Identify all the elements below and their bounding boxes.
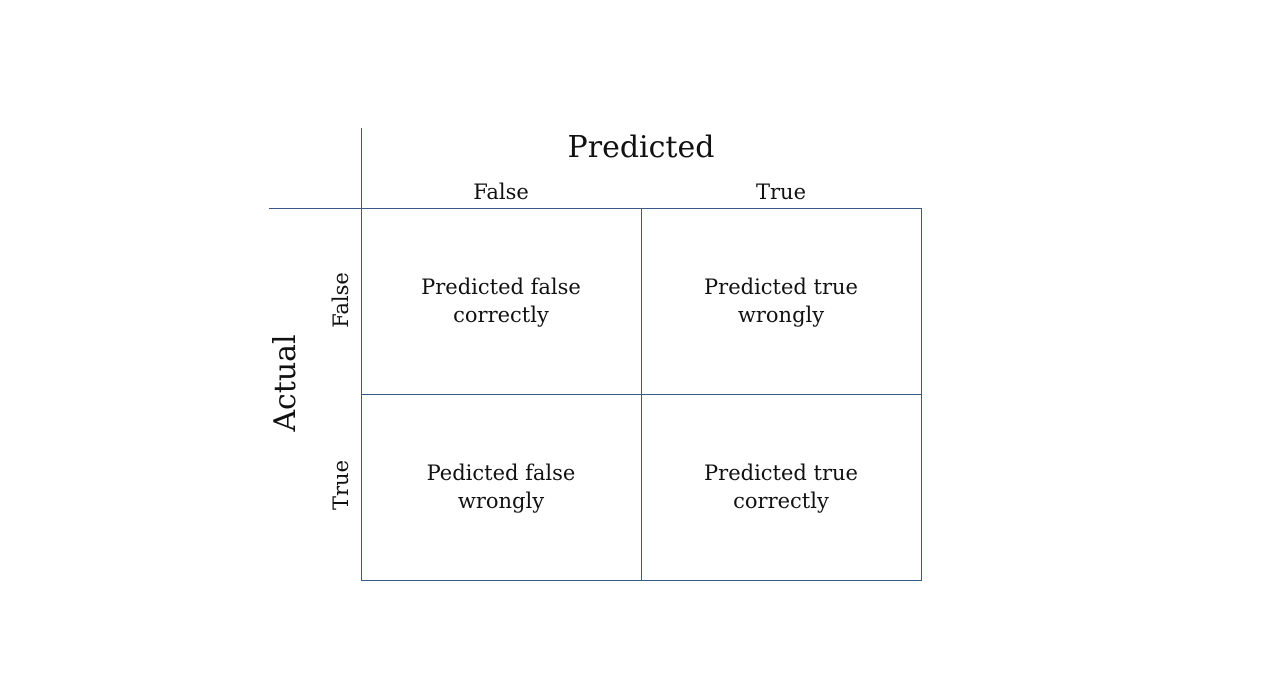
actual-axis-label: Actual bbox=[268, 334, 303, 432]
cell-text: Predicted true wrongly bbox=[704, 275, 858, 327]
column-header-true: True bbox=[756, 180, 806, 204]
header-divider-horizontal bbox=[269, 208, 921, 209]
cell-actual-true-predicted-true: Predicted true correctly bbox=[641, 394, 921, 580]
grid-right-border bbox=[921, 208, 922, 581]
cell-text: Predicted false correctly bbox=[421, 275, 581, 327]
row-header-false: False bbox=[329, 272, 353, 328]
cell-text: Predicted true correctly bbox=[704, 461, 858, 513]
cell-actual-false-predicted-false: Predicted false correctly bbox=[361, 208, 641, 394]
predicted-axis-label: Predicted bbox=[567, 130, 715, 165]
cell-actual-false-predicted-true: Predicted true wrongly bbox=[641, 208, 921, 394]
header-divider-vertical bbox=[361, 128, 362, 580]
row-header-true: True bbox=[329, 460, 353, 510]
column-header-false: False bbox=[473, 180, 529, 204]
cell-actual-true-predicted-false: Pedicted false wrongly bbox=[361, 394, 641, 580]
grid-middle-horizontal bbox=[361, 394, 921, 395]
cell-text: Pedicted false wrongly bbox=[426, 461, 576, 513]
grid-bottom-border bbox=[361, 580, 922, 581]
